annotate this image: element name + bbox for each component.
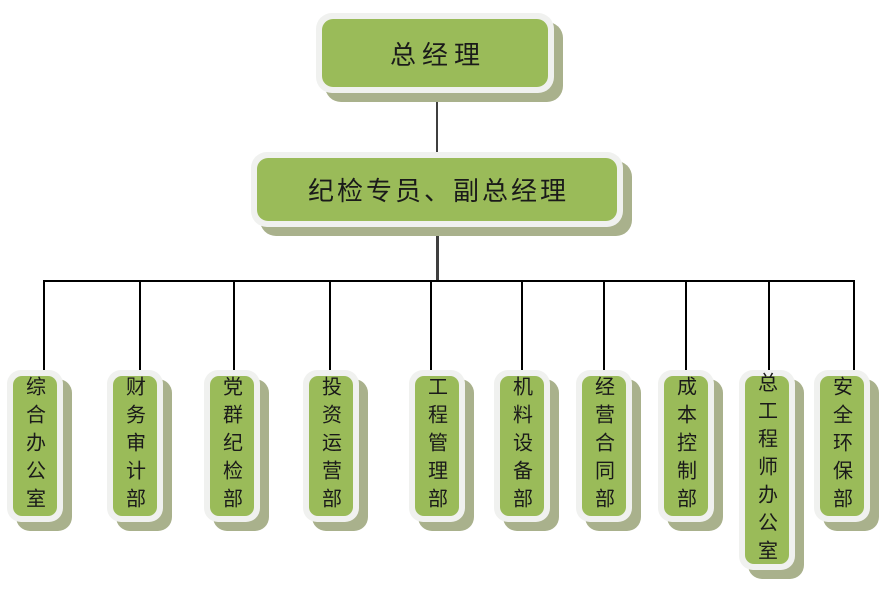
org-node-general-manager-fill: 总经理 xyxy=(322,19,548,87)
org-node-general-office: 综合办公室 xyxy=(7,370,63,522)
org-node-business-contract: 经营合同部 xyxy=(576,370,632,522)
org-node-investment-operations: 投资运营部 xyxy=(303,370,359,522)
org-node-safety-environment-label: 安全环保部 xyxy=(829,376,854,516)
connector-root-to-deputy xyxy=(436,92,438,155)
org-node-deputy-general-manager-fill: 纪检专员、副总经理 xyxy=(257,158,617,221)
org-node-party-discipline-fill: 党群纪检部 xyxy=(210,376,254,516)
org-node-general-manager-label: 总经理 xyxy=(389,40,486,71)
org-node-investment-operations-fill: 投资运营部 xyxy=(309,376,353,516)
org-node-business-contract-label: 经营合同部 xyxy=(591,376,616,516)
org-node-finance-audit: 财务审计部 xyxy=(107,370,163,522)
org-node-chief-engineer-office-fill: 总工程师办公室 xyxy=(745,372,789,568)
org-node-machinery-equipment-label: 机料设备部 xyxy=(509,376,534,516)
org-node-general-manager: 总经理 xyxy=(316,13,554,93)
connector-deputy-trunk xyxy=(436,226,439,281)
org-node-engineering-management-fill: 工程管理部 xyxy=(415,376,459,516)
org-node-engineering-management: 工程管理部 xyxy=(409,370,465,522)
connector-drop-3 xyxy=(233,280,235,372)
connector-drop-8 xyxy=(685,280,687,372)
org-node-cost-control-fill: 成本控制部 xyxy=(664,376,708,516)
org-node-investment-operations-label: 投资运营部 xyxy=(318,376,343,516)
connector-drop-4 xyxy=(329,280,331,372)
org-node-deputy-general-manager-label: 纪检专员、副总经理 xyxy=(307,177,569,207)
connector-drop-5 xyxy=(430,280,432,372)
org-node-general-office-fill: 综合办公室 xyxy=(13,376,57,516)
connector-drop-6 xyxy=(521,280,523,372)
org-node-machinery-equipment: 机料设备部 xyxy=(494,370,550,522)
connector-drop-7 xyxy=(603,280,605,372)
org-node-cost-control-label: 成本控制部 xyxy=(673,376,698,516)
org-node-finance-audit-label: 财务审计部 xyxy=(122,376,147,516)
org-node-general-office-label: 综合办公室 xyxy=(22,376,47,516)
org-node-chief-engineer-office: 总工程师办公室 xyxy=(739,370,795,570)
org-node-finance-audit-fill: 财务审计部 xyxy=(113,376,157,516)
org-node-cost-control: 成本控制部 xyxy=(658,370,714,522)
org-node-deputy-general-manager: 纪检专员、副总经理 xyxy=(251,152,623,227)
org-node-safety-environment: 安全环保部 xyxy=(814,370,870,522)
org-node-chief-engineer-office-label: 总工程师办公室 xyxy=(754,372,779,568)
connector-drop-10 xyxy=(853,280,855,372)
org-node-party-discipline-label: 党群纪检部 xyxy=(219,376,244,516)
connector-drop-2 xyxy=(139,280,141,372)
connector-drop-1 xyxy=(43,280,45,372)
connector-horizontal-rail xyxy=(43,280,855,282)
org-node-machinery-equipment-fill: 机料设备部 xyxy=(500,376,544,516)
org-node-safety-environment-fill: 安全环保部 xyxy=(820,376,864,516)
org-node-business-contract-fill: 经营合同部 xyxy=(582,376,626,516)
org-node-party-discipline: 党群纪检部 xyxy=(204,370,260,522)
connector-drop-9 xyxy=(768,280,770,372)
org-node-engineering-management-label: 工程管理部 xyxy=(424,376,449,516)
